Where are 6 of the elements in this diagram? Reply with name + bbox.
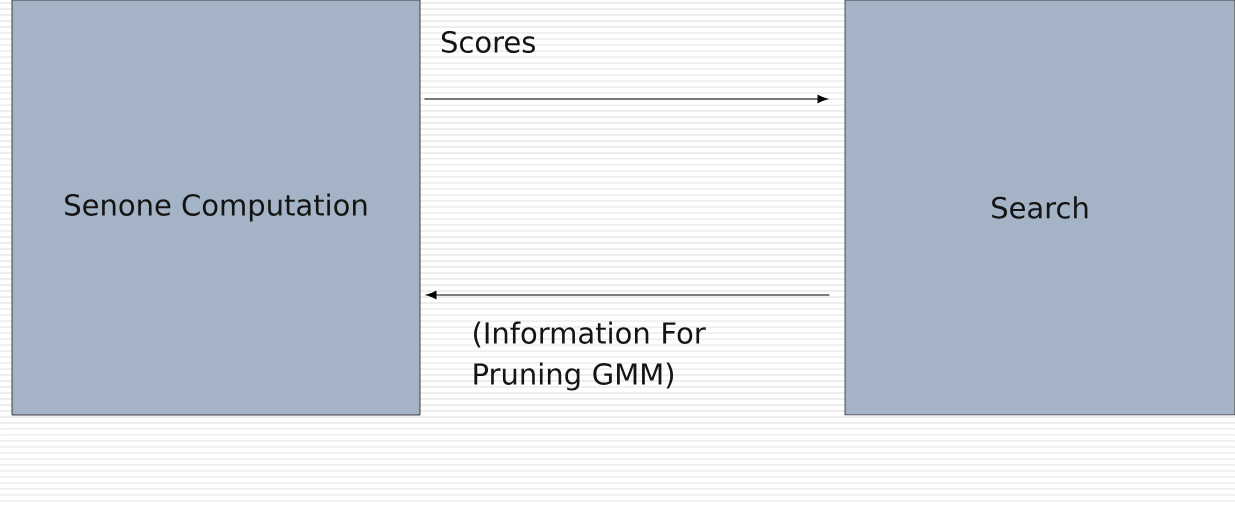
process-box: Search [844,0,1235,416]
edge-label: (Information For Pruning GMM) [474,321,706,391]
process-box: Senone Computation [11,0,421,416]
arrow [423,94,828,104]
edge-label: Scores [441,31,535,53]
arrow [426,290,831,300]
